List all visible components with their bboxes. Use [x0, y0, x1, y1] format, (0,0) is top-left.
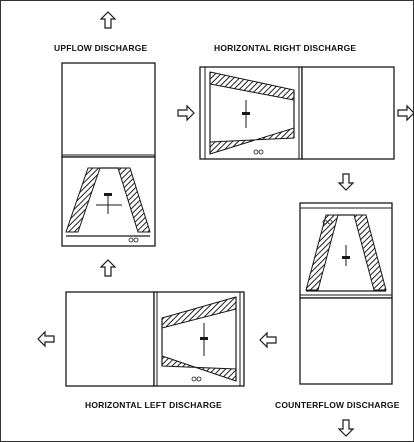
counterflow-discharge-label: COUNTERFLOW DISCHARGE: [275, 400, 400, 410]
horizontal-left-coil: [161, 296, 237, 382]
horizontal-right-coil: [209, 71, 295, 155]
arrow-right-icon: [177, 105, 195, 121]
horizontal-right-unit: [199, 66, 395, 160]
horizontal-left-discharge-label: HORIZONTAL LEFT DISCHARGE: [85, 400, 222, 410]
upflow-coil: [65, 167, 151, 243]
arrow-up-icon: [100, 11, 116, 29]
arrow-right-icon: [397, 105, 414, 121]
counterflow-coil: [305, 214, 387, 292]
arrow-left-icon: [37, 331, 55, 347]
horizontal-left-unit: [65, 291, 245, 387]
arrow-left-icon: [259, 332, 277, 348]
arrow-up-icon: [100, 259, 116, 277]
arrow-down-icon: [338, 419, 354, 437]
arrow-down-icon: [338, 173, 354, 191]
upflow-discharge-label: UPFLOW DISCHARGE: [54, 43, 148, 53]
counterflow-unit: [299, 202, 393, 385]
horizontal-right-discharge-label: HORIZONTAL RIGHT DISCHARGE: [214, 43, 357, 53]
upflow-unit: [61, 62, 156, 247]
